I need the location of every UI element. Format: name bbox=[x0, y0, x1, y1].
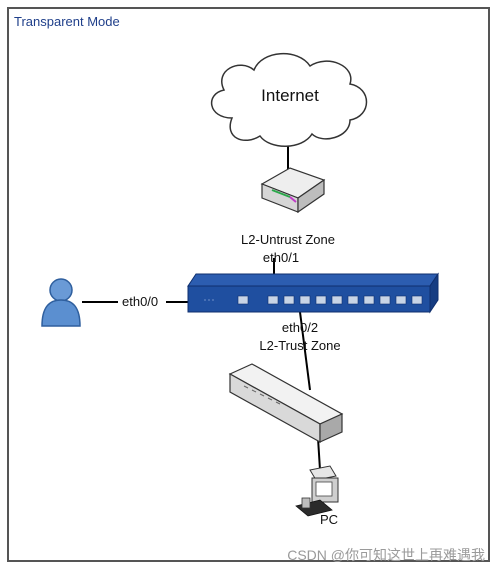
user-icon bbox=[41, 278, 81, 327]
firewall-ports bbox=[237, 295, 423, 305]
watermark: CSDN @你可知这世上再难遇我 bbox=[287, 547, 485, 563]
eth01-label: eth0/1 bbox=[262, 250, 300, 265]
router-icon bbox=[260, 167, 326, 214]
untrust-zone-label: L2-Untrust Zone bbox=[241, 232, 335, 247]
cloud-icon bbox=[210, 52, 368, 147]
pc-label: PC bbox=[320, 512, 339, 527]
eth00-label: eth0/0 bbox=[122, 294, 159, 309]
link-switch-pc bbox=[317, 437, 321, 471]
diagram-title: Transparent Mode bbox=[14, 14, 120, 29]
pc-icon bbox=[295, 465, 339, 517]
internet-label: Internet bbox=[261, 86, 319, 105]
eth02-label: eth0/2 bbox=[281, 320, 319, 335]
link-firewall-switch bbox=[299, 311, 311, 391]
firewall-icon bbox=[187, 272, 439, 314]
switch-icon bbox=[228, 363, 344, 444]
trust-zone-label: L2-Trust Zone bbox=[259, 338, 341, 353]
